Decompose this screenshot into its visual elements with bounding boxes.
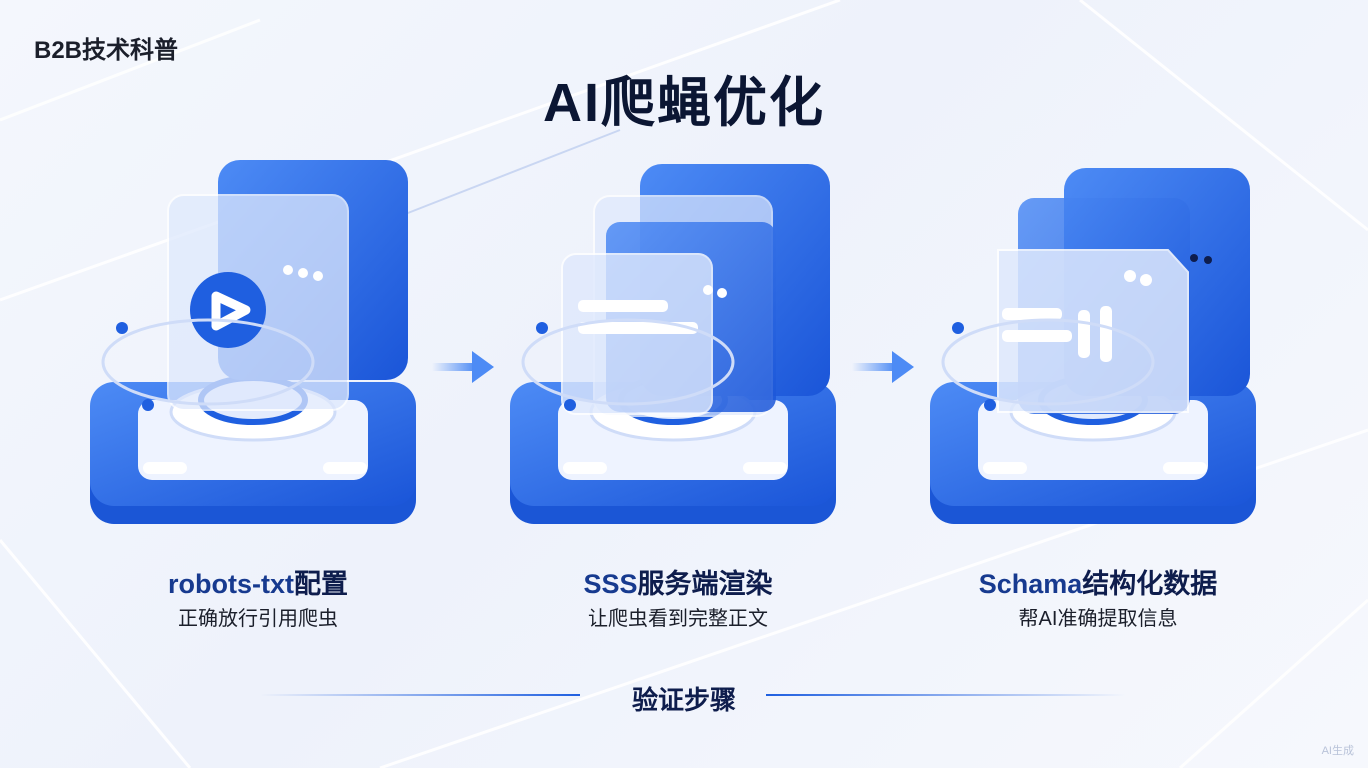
divider-right [766,694,1126,696]
step-card-ssr: SSS服务端渲染 让爬虫看到完整正文 [498,150,858,630]
step-title: SSS服务端渲染 [583,569,773,599]
arrow-right-icon [852,351,914,383]
structured-data-icon [930,168,1256,524]
footer-verify: 验证步骤 [0,664,1368,715]
step-title: robots-txt配置 [168,569,348,599]
step-card-schema: Schama结构化数据 帮AI准确提取信息 [918,150,1278,630]
step-card-robots: robots-txt配置 正确放行引用爬虫 [78,150,438,630]
step-subtitle: 帮AI准确提取信息 [1018,608,1178,630]
brand-label: B2B技术科普 [34,37,179,64]
arrow-right-icon [432,351,494,383]
server-render-icon [510,164,836,524]
footer-label: 验证步骤 [631,685,736,715]
robot-play-icon [90,160,416,524]
step-subtitle: 正确放行引用爬虫 [178,608,338,630]
watermark: AI生成 [1321,745,1354,757]
divider-left [260,694,580,696]
page-title: AI爬蝇优化 [543,73,825,133]
step-title: Schama结构化数据 [978,569,1218,599]
step-subtitle: 让爬虫看到完整正文 [588,608,768,630]
